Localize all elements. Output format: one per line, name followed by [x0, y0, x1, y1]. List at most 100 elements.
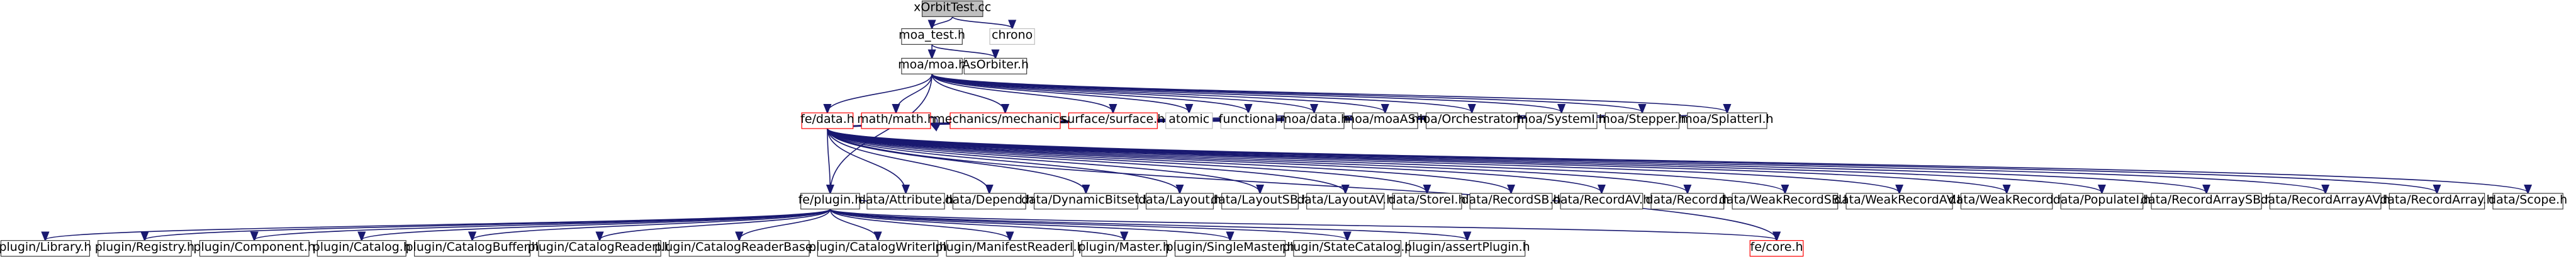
edge-fe-plugin-to-p-catwriteri	[829, 209, 878, 240]
node-d-attribute[interactable]: data/Attribute.h	[858, 193, 953, 210]
node-label: moa/data.h	[1280, 112, 1348, 126]
node-box	[1068, 112, 1158, 129]
edge-fe-plugin-to-p-statecatalog	[829, 209, 1347, 240]
node-functional[interactable]: functional	[1219, 112, 1279, 129]
node-box	[963, 57, 1028, 75]
node-label: chrono	[992, 28, 1033, 42]
edge-fe-plugin-to-p-assertplugin	[829, 209, 1467, 240]
node-d-storei[interactable]: data/StoreI.h	[1388, 193, 1466, 210]
node-p-singlemaster[interactable]: plugin/SingleMaster.h	[1166, 240, 1295, 257]
edge-fe-plugin-to-p-singlemaster	[829, 209, 1230, 240]
node-p-component[interactable]: plugin/Component.h	[193, 240, 315, 257]
node-box	[413, 240, 531, 257]
node-d-record[interactable]: data/Record.h	[1645, 193, 1729, 210]
edge-moa-moa-to-atomic	[931, 74, 1189, 112]
node-d-weakrecsb[interactable]: data/WeakRecordSB.h	[1719, 193, 1851, 210]
edge-moa-test-to-asorbiter	[931, 43, 995, 57]
node-d-layoutsb[interactable]: data/LayoutSB.h	[1211, 193, 1309, 210]
node-box	[1604, 112, 1680, 129]
node-label: data/RecordArrayAV.h	[2261, 193, 2390, 207]
node-p-catbuffer[interactable]: plugin/CatalogBuffer.h	[405, 240, 539, 257]
node-box	[1145, 193, 1214, 210]
node-d-layoutav[interactable]: data/LayoutAV.h	[1297, 193, 1394, 210]
node-box	[952, 193, 1026, 210]
node-label: atomic	[1168, 112, 1209, 126]
node-box	[316, 240, 406, 257]
node-p-assertplugin[interactable]: plugin/assertPlugin.h	[1404, 240, 1530, 257]
node-surface[interactable]: surface/surface.h	[1061, 112, 1165, 129]
node-p-library[interactable]: plugin/Library.h	[0, 240, 91, 257]
node-box	[1221, 193, 1299, 210]
node-d-layout[interactable]: data/Layout.h	[1138, 193, 1221, 210]
edge-fe-plugin-to-p-manifest	[829, 209, 1010, 240]
node-fe-data[interactable]: fe/data.h	[800, 112, 854, 129]
node-label: mechanics/mechanics.h	[933, 112, 1077, 126]
node-d-scope[interactable]: data/Scope.h	[2489, 193, 2567, 210]
node-asorbiter[interactable]: AsOrbiter.h	[962, 57, 1029, 75]
node-box	[1220, 112, 1277, 129]
node-mechanics[interactable]: mechanics/mechanics.h	[933, 112, 1077, 129]
node-moa-moa[interactable]: moa/moa.h	[898, 58, 966, 75]
node-moa-as[interactable]: moa/moaAS.h	[1343, 112, 1427, 129]
node-fe-plugin[interactable]: fe/plugin.h	[798, 193, 863, 210]
edge-fe-data-to-d-dynbitset	[827, 128, 1086, 193]
node-p-catreaderi[interactable]: plugin/CatalogReaderI.h	[528, 240, 672, 257]
node-box	[98, 240, 192, 257]
node-atomic[interactable]: atomic	[1165, 112, 1213, 129]
node-box	[866, 193, 945, 210]
node-math[interactable]: math/math.h	[857, 112, 935, 129]
node-moa-data[interactable]: moa/data.h	[1280, 112, 1348, 129]
edge-fe-plugin-to-p-registry	[145, 209, 831, 240]
node-box	[0, 240, 91, 257]
node-d-weakrec[interactable]: data/WeakRecord.h	[1949, 193, 2065, 210]
node-p-registry[interactable]: plugin/Registry.h	[95, 240, 194, 257]
node-box	[2269, 193, 2382, 210]
node-label: math/math.h	[857, 112, 935, 126]
node-box	[1033, 193, 1138, 210]
node-d-depend[interactable]: data/Depend.h	[945, 193, 1034, 210]
node-label: plugin/CatalogWriterI.h	[809, 240, 947, 254]
node-d-recordav[interactable]: data/RecordAV.h	[1553, 193, 1650, 210]
node-moa-splatter[interactable]: moa/SplatterI.h	[1681, 112, 1774, 129]
node-p-catalog[interactable]: plugin/Catalog.h	[313, 240, 411, 257]
node-label: plugin/Registry.h	[95, 240, 194, 254]
node-d-populatei[interactable]: data/PopulateI.h	[2053, 193, 2151, 210]
node-d-recarr[interactable]: data/RecordArray.h	[2380, 193, 2494, 210]
node-p-master[interactable]: plugin/Master.h	[1078, 240, 1170, 257]
edge-fe-plugin-to-p-catreaderbase	[739, 209, 831, 240]
node-label: data/Record.h	[1645, 193, 1729, 207]
edge-fe-data-to-d-storei	[827, 128, 1427, 193]
node-d-recarrav[interactable]: data/RecordArrayAV.h	[2261, 193, 2390, 210]
node-box	[817, 240, 939, 257]
node-d-dynbitset[interactable]: data/DynamicBitset.h	[1021, 193, 1151, 210]
node-p-statecatalog[interactable]: plugin/StateCatalog.h	[1282, 240, 1413, 257]
node-moa-test[interactable]: moa_test.h	[899, 28, 965, 45]
edge-moa-moa-to-mechanics	[931, 74, 1005, 112]
node-moa-orch[interactable]: moa/OrchestratorI.h	[1411, 112, 1532, 129]
node-box	[1352, 112, 1418, 129]
node-label: plugin/SingleMaster.h	[1166, 240, 1295, 254]
node-moa-stepper[interactable]: moa/Stepper.h	[1598, 112, 1686, 129]
node-d-recordsb[interactable]: data/RecordSB.h	[1462, 193, 1561, 210]
edge-fe-data-to-d-layoutsb	[827, 128, 1260, 193]
node-d-weakrecav[interactable]: data/WeakRecordAV.h	[1834, 193, 1964, 210]
node-p-catreaderbase[interactable]: plugin/CatalogReaderBase.h	[654, 240, 824, 257]
node-chrono[interactable]: chrono	[989, 28, 1035, 45]
edge-moa-moa-to-fe-data	[827, 74, 932, 112]
node-p-manifest[interactable]: plugin/ManifestReaderI.h	[935, 240, 1085, 257]
node-box	[2492, 193, 2563, 210]
node-d-recarrsb[interactable]: data/RecordArraySB.h	[2141, 193, 2272, 210]
node-root[interactable]: xOrbitTest.cc	[914, 1, 991, 18]
edge-fe-data-to-d-scope	[827, 128, 2528, 193]
node-fe-core[interactable]: fe/core.h	[1749, 240, 1804, 257]
node-p-catwriteri[interactable]: plugin/CatalogWriterI.h	[809, 240, 947, 257]
node-moa-system[interactable]: moa/SystemI.h	[1516, 112, 1606, 129]
edge-moa-moa-to-functional	[931, 74, 1248, 112]
node-label: data/LayoutAV.h	[1297, 193, 1394, 207]
node-label: plugin/CatalogBuffer.h	[405, 240, 539, 254]
edge-moa-moa-to-moa-as	[931, 73, 1385, 112]
edge-fe-plugin-to-p-catalog	[362, 209, 831, 240]
edge-fe-data-to-d-weakrecav	[827, 128, 1900, 193]
edge-fe-data-to-d-depend	[827, 128, 989, 193]
edge-fe-plugin-to-p-catbuffer	[473, 209, 831, 240]
